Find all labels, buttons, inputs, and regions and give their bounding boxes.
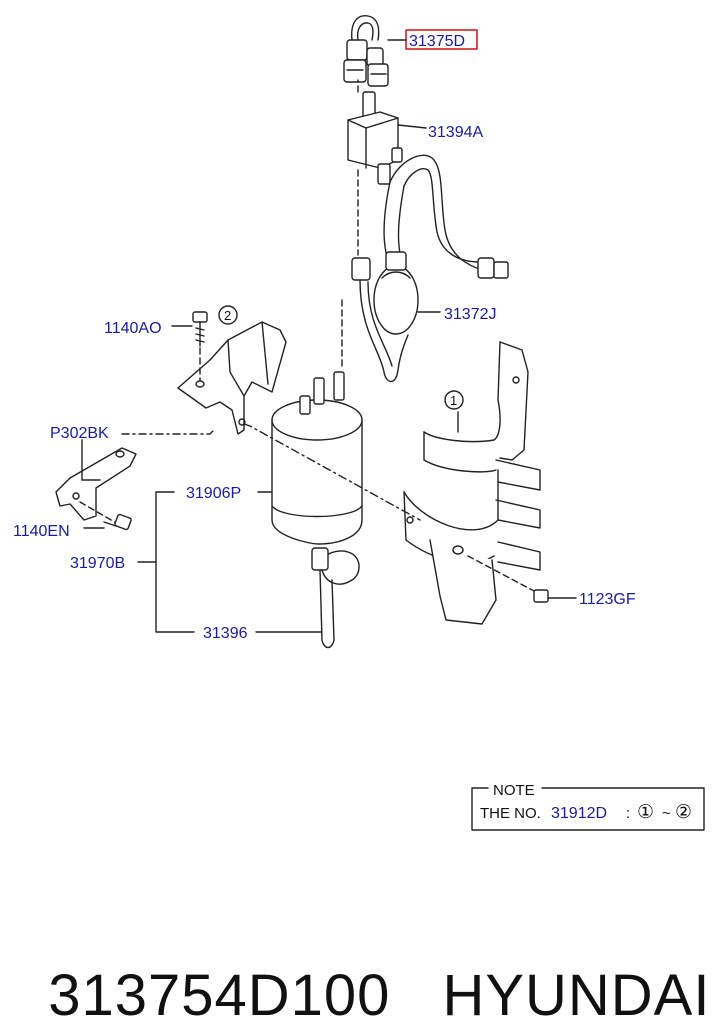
callout-number-1: 1	[450, 393, 457, 408]
bracket-1	[403, 341, 541, 625]
label-31906p[interactable]: 31906P	[186, 485, 241, 502]
label-1140en[interactable]: 1140EN	[13, 523, 70, 540]
note-part[interactable]: 31912D	[551, 805, 607, 822]
note-box	[471, 787, 705, 831]
bracket-2	[177, 321, 287, 435]
label-1140ao[interactable]: 1140AO	[104, 320, 162, 337]
caption-brand: HYUNDAI	[442, 963, 711, 1028]
parts-diagram: 31375D 31394A 31372J 1140AO P302BK 1140E…	[13, 15, 705, 831]
bolt-1140ao	[171, 311, 208, 381]
label-31394a[interactable]: 31394A	[428, 124, 483, 141]
caption-part-number: 313754D100	[48, 963, 391, 1028]
note-prefix: THE NO.	[480, 805, 541, 822]
note-range-end: ②	[675, 802, 692, 823]
group-bracket-31970b	[137, 491, 195, 633]
label-31396[interactable]: 31396	[203, 625, 248, 642]
bolt-1123gf	[467, 555, 577, 603]
bolt-1140en	[79, 501, 132, 531]
callout-number-2: 2	[224, 308, 231, 323]
fuel-filter-31906p	[243, 371, 421, 545]
label-p302bk[interactable]: P302BK	[50, 425, 109, 442]
label-31372j[interactable]: 31372J	[444, 306, 497, 323]
connector-31375d	[343, 15, 389, 87]
sensor-31396	[255, 547, 360, 649]
hose-31372j	[351, 154, 509, 383]
label-1123gf[interactable]: 1123GF	[579, 591, 636, 608]
label-31970b[interactable]: 31970B	[70, 555, 125, 572]
valve-31394a	[347, 91, 427, 185]
note-title: NOTE	[493, 782, 535, 799]
note-tilde: ~	[662, 805, 671, 822]
callout-circle-2	[218, 305, 238, 325]
note-colon: :	[626, 805, 630, 822]
callout-circle-1	[444, 390, 464, 410]
note-range-start: ①	[637, 802, 654, 823]
caption: 313754D100 HYUNDAI	[14, 895, 710, 1029]
label-31375d[interactable]: 31375D	[409, 33, 465, 50]
clip-p302bk	[55, 429, 215, 521]
